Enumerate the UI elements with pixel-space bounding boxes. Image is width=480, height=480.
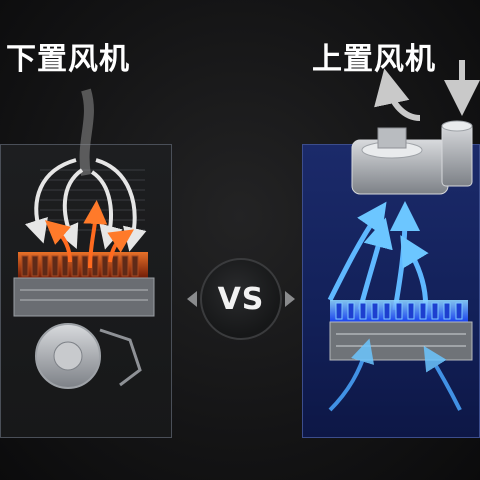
right-exhaust-arrow bbox=[374, 68, 421, 121]
left-exhaust-smoke bbox=[79, 88, 94, 176]
right-burner-housing bbox=[329, 321, 473, 361]
left-hot-airflow-arrows bbox=[44, 200, 134, 269]
right-flue-pipe bbox=[441, 123, 473, 187]
left-title: 下置风机 bbox=[6, 42, 130, 77]
left-heat-exchanger-fins bbox=[40, 169, 145, 231]
vs-badge: VS bbox=[200, 258, 282, 340]
right-title: 上置风机 bbox=[312, 42, 436, 77]
vs-right-arrow bbox=[285, 291, 295, 307]
right-burner-tubes bbox=[335, 302, 463, 320]
vs-left-arrow bbox=[187, 291, 197, 307]
right-cool-airflow-arrows bbox=[327, 201, 429, 316]
left-burner-tubes bbox=[21, 255, 139, 277]
left-burner-housing bbox=[13, 277, 155, 317]
